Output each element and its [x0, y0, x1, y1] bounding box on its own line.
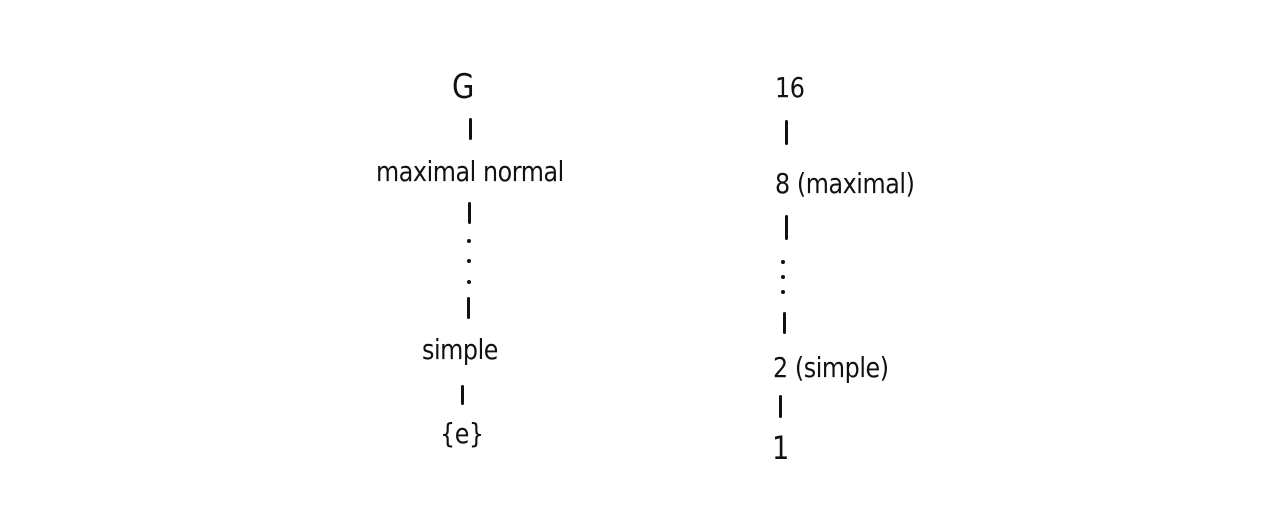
order-2-label: 2 (simple) [773, 351, 889, 384]
ellipsis-dot [467, 239, 471, 243]
ellipsis-dot [781, 275, 785, 279]
trivial-subgroup-label: {e} [440, 417, 484, 450]
connector-line [461, 385, 464, 405]
order-1-label: 1 [772, 429, 789, 467]
order-8-label: 8 (maximal) [775, 167, 915, 200]
connector-line [783, 312, 786, 334]
group-g-label: G [452, 67, 474, 107]
order-16-label: 16 [775, 71, 805, 104]
ellipsis-dot [781, 260, 785, 264]
maximal-normal-label: maximal normal [376, 155, 564, 188]
simple-label: simple [422, 333, 499, 366]
connector-line [785, 215, 788, 240]
connector-line [467, 297, 470, 319]
ellipsis-dot [467, 280, 471, 284]
ellipsis-dot [467, 259, 471, 263]
ellipsis-dot [781, 290, 785, 294]
connector-line [469, 118, 472, 140]
connector-line [779, 395, 782, 418]
connector-line [785, 120, 788, 145]
connector-line [468, 202, 471, 224]
